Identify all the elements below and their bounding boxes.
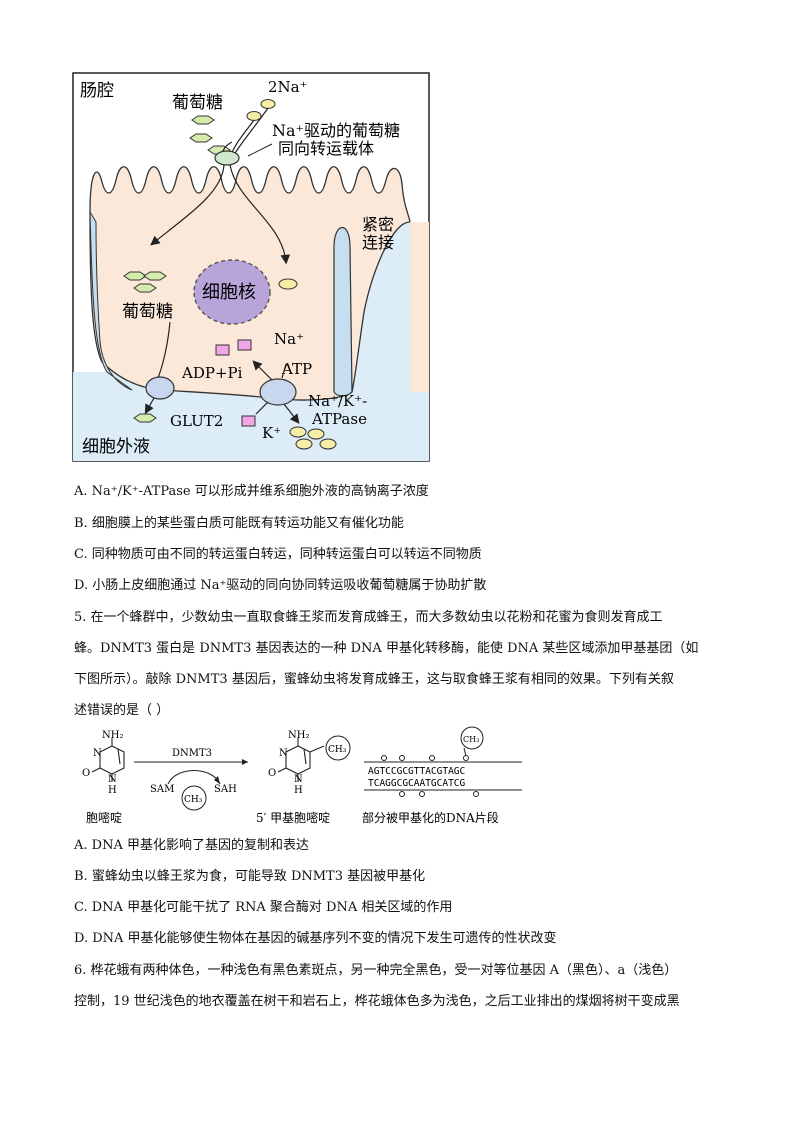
methylcytosine-structure — [277, 738, 325, 782]
methyl-mark — [473, 791, 479, 797]
glucose-icon — [189, 133, 213, 143]
glut2-transporter — [145, 376, 175, 400]
methylcytosine-n: N — [279, 748, 288, 759]
glucose-icon — [123, 271, 147, 281]
methyl-group-circle — [181, 785, 207, 811]
label-sah: SAH — [214, 784, 237, 795]
glucose-icon — [191, 115, 215, 125]
methyl-mark — [381, 755, 387, 761]
extracellular-fluid-region — [73, 222, 429, 461]
cytosine-o: O — [82, 768, 90, 779]
option-q4-b: B. 细胞膜上的某些蛋白质可能既有转运功能又有催化功能 — [74, 516, 404, 531]
label-cytosine: 胞嘧啶 — [86, 811, 122, 825]
sodium-icon — [260, 99, 276, 109]
cytosine-structure — [91, 738, 125, 782]
cytosine-h: H — [108, 785, 117, 796]
cytosine-nh2: NH₂ — [102, 730, 123, 741]
label-glucose-left: 葡萄糖 — [122, 302, 173, 322]
label-sam: SAM — [150, 784, 174, 795]
label-atp: ATP — [281, 360, 312, 378]
methylcytosine-ch3: CH₃ — [328, 745, 347, 755]
label-tight-junction-line2: 连接 — [362, 233, 394, 252]
label-na: Na⁺ — [274, 330, 304, 348]
question5-line4: 述错误的是（ ） — [74, 703, 170, 718]
label-dna-fragment: 部分被甲基化的DNA片段 — [362, 810, 499, 825]
option-q5-c: C. DNA 甲基化可能干扰了 RNA 聚合酶对 DNA 相关区域的作用 — [74, 900, 453, 915]
sodium-icon — [289, 426, 307, 438]
question5-line1: 5. 在一个蜂群中，少数幼虫一直取食蜂王浆而发育成蜂王，而大多数幼虫以花粉和花蜜… — [74, 610, 663, 625]
option-q5-a: A. DNA 甲基化影响了基因的复制和表达 — [74, 838, 309, 853]
question6-line2: 控制，19 世纪浅色的地衣覆盖在树干和岩石上，桦花蛾体色多为浅色，之后工业排出的… — [74, 994, 680, 1009]
methyl-ch3: CH₃ — [184, 795, 203, 805]
label-adp: ADP+Pi — [181, 364, 243, 382]
label-cotransporter-line1: Na⁺驱动的葡萄糖 — [272, 121, 400, 140]
label-tight-junction-line1: 紧密 — [362, 215, 394, 234]
question5-line2: 蜂。DNMT3 蛋白是 DNMT3 基因表达的一种 DNA 甲基化转移酶，能使 … — [74, 641, 699, 656]
methyl-mark — [419, 791, 425, 797]
methyl-group-circle — [325, 735, 351, 761]
methyl-mark — [399, 755, 405, 761]
potassium-icon — [215, 344, 230, 356]
sodium-icon — [246, 111, 262, 121]
potassium-icon — [241, 415, 256, 427]
label-glut2: GLUT2 — [170, 412, 223, 430]
na-glucose-cotransporter — [214, 150, 240, 166]
sodium-icon — [295, 438, 313, 450]
glucose-transport-diagram: 肠腔 葡萄糖 2Na⁺ Na⁺驱动的葡萄糖 同向转运载体 紧密 连接 细胞核 葡… — [72, 72, 430, 462]
label-nucleus: 细胞核 — [202, 282, 256, 303]
tight-junction-pillar — [333, 227, 353, 397]
methylation-diagram: NH₂ N O N H 胞嘧啶 DNMT3 SAM SAH CH₃ NH₂ N … — [72, 726, 532, 834]
option-q4-c: C. 同种物质可由不同的转运蛋白转运，同种转运蛋白可以转运不同物质 — [74, 547, 482, 562]
label-5mc: 5′ 甲基胞嘧啶 — [256, 811, 330, 825]
methylcytosine-nh2: NH₂ — [288, 730, 309, 741]
label-extracellular: 细胞外液 — [82, 437, 150, 457]
na-k-atpase — [259, 378, 297, 406]
glucose-icon — [133, 283, 157, 293]
sodium-icon — [307, 428, 325, 440]
cytosine-n: N — [93, 748, 102, 759]
glucose-icon — [133, 413, 157, 423]
dna-seq-top: AGTCCGCGTTACGTAGC — [368, 766, 465, 777]
methyl-mark — [463, 755, 469, 761]
label-atpase-line1: Na⁺/K⁺- — [308, 392, 367, 410]
label-cotransporter-line2: 同向转运载体 — [278, 139, 374, 158]
option-q4-a: A. Na⁺/K⁺-ATPase 可以形成并维系细胞外液的高钠离子浓度 — [74, 484, 429, 499]
methylcytosine-o: O — [268, 768, 276, 779]
question6-line1: 6. 桦花蛾有两种体色，一种浅色有黑色素斑点，另一种完全黑色，受一对等位基因 A… — [74, 963, 678, 978]
option-q5-d: D. DNA 甲基化能够使生物体在基因的碱基序列不变的情况下发生可遗传的性状改变 — [74, 931, 557, 946]
sodium-icon — [278, 278, 298, 290]
label-enzyme: DNMT3 — [172, 748, 212, 759]
dna-seq-bottom: TCAGGCGCAATGCATCG — [368, 778, 466, 789]
left-cell-membrane — [89, 210, 133, 391]
label-k: K⁺ — [262, 424, 281, 442]
option-q5-b: B. 蜜蜂幼虫以蜂王浆为食，可能导致 DNMT3 基因被甲基化 — [74, 869, 426, 884]
methylcytosine-h: H — [294, 785, 303, 796]
cell-nucleus — [193, 259, 271, 325]
label-2na: 2Na⁺ — [268, 78, 308, 96]
methyl-group-circle — [460, 726, 484, 750]
label-atpase-line2: ATPase — [311, 410, 367, 428]
methylcytosine-n2: N — [294, 774, 303, 785]
glucose-icon — [143, 271, 167, 281]
option-q4-d: D. 小肠上皮细胞通过 Na⁺驱动的同向协同转运吸收葡萄糖属于协助扩散 — [74, 578, 487, 593]
methyl-mark — [429, 755, 435, 761]
cytosine-n2: N — [108, 774, 117, 785]
sodium-icon — [319, 438, 337, 450]
label-lumen: 肠腔 — [80, 81, 114, 101]
methyl-mark — [399, 791, 405, 797]
label-glucose-top: 葡萄糖 — [172, 93, 223, 113]
question5-line3: 下图所示）。敲除 DNMT3 基因后，蜜蜂幼虫将发育成蜂王，这与取食蜂王浆有相同… — [74, 672, 674, 687]
dna-ch3: CH₃ — [463, 735, 479, 744]
potassium-icon — [237, 339, 252, 351]
